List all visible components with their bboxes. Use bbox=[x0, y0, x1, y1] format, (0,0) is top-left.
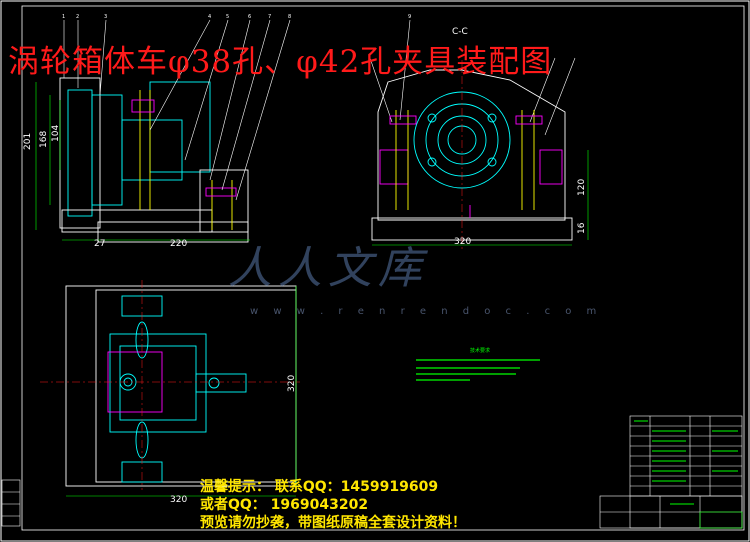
svg-text:3: 3 bbox=[104, 14, 107, 20]
dim-16: 16 bbox=[577, 222, 587, 234]
dim-320-top: 320 bbox=[454, 237, 471, 247]
side-view bbox=[59, 77, 249, 243]
dim-220: 220 bbox=[170, 239, 187, 249]
title-block-fill bbox=[634, 420, 738, 505]
side-view-dimensions bbox=[35, 82, 250, 241]
promo-line-2: 或者QQ： 1969043202 bbox=[200, 497, 369, 513]
promo-line-3: 预览请勿抄袭，带图纸原稿全套设计资料！ bbox=[200, 515, 466, 531]
dim-320-bottom: 320 bbox=[170, 495, 187, 505]
inner-border bbox=[21, 5, 745, 531]
part-number-labels: 1 2 3 4 5 6 7 8 9 bbox=[62, 14, 411, 20]
tech-requirements: 技术要求 bbox=[416, 347, 540, 381]
section-dimensions bbox=[372, 150, 589, 246]
watermark-url: w w w . r e n r e n d o c . c o m bbox=[250, 306, 603, 317]
dim-104: 104 bbox=[51, 125, 61, 142]
drawing-title: 涡轮箱体车φ38孔、φ42孔夹具装配图 bbox=[8, 44, 553, 80]
dim-120: 120 bbox=[577, 179, 587, 196]
dim-320-vert: 320 bbox=[287, 375, 297, 392]
watermark-logo: 人人文库 bbox=[228, 243, 428, 294]
svg-text:9: 9 bbox=[408, 14, 411, 20]
dim-27: 27 bbox=[94, 239, 105, 249]
svg-text:6: 6 bbox=[248, 14, 251, 20]
svg-text:4: 4 bbox=[208, 14, 211, 20]
svg-text:技术要求: 技术要求 bbox=[470, 347, 490, 354]
section-view bbox=[371, 60, 573, 250]
svg-text:8: 8 bbox=[288, 14, 291, 20]
svg-text:1: 1 bbox=[62, 14, 65, 20]
promo-line-1: 温馨提示： 联系QQ：1459919609 bbox=[200, 479, 439, 495]
svg-text:2: 2 bbox=[76, 14, 79, 20]
dim-168: 168 bbox=[39, 131, 49, 148]
leader-lines bbox=[63, 19, 576, 201]
svg-text:7: 7 bbox=[268, 14, 271, 20]
plan-dimensions bbox=[66, 286, 297, 497]
dim-201: 201 bbox=[23, 133, 33, 150]
svg-text:5: 5 bbox=[226, 14, 229, 20]
title-block bbox=[1, 415, 743, 529]
section-label: C-C bbox=[452, 27, 468, 37]
